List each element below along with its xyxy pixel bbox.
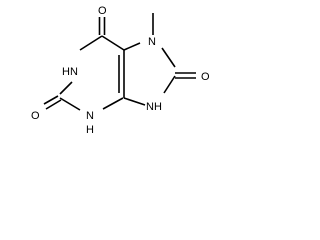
bond-n9-c4 (123, 97, 146, 106)
bond-c4-c5 (118, 50, 125, 98)
atom-h3-label: H (86, 124, 94, 136)
bond-c6-n1 (79, 35, 103, 51)
bond-layer (43, 13, 196, 111)
atom-o2-label: O (31, 110, 40, 122)
bond-n3-c4 (102, 97, 124, 110)
bond-c2-o2 (43, 95, 62, 110)
bond-c8-n9 (163, 75, 176, 94)
bond-n7-c8 (161, 47, 176, 68)
bond-c2-n3 (59, 97, 81, 111)
bond-c5-c6 (101, 35, 125, 51)
atom-h1-label: H (62, 66, 70, 78)
atom-h9-label: H (154, 101, 162, 113)
bond-n1-c2 (59, 81, 73, 95)
atom-n1-label: N (70, 66, 78, 78)
atom-n9-label: N (146, 101, 154, 113)
bond-c5-n7 (123, 42, 141, 51)
molecule-drawing: O H N O N H N O N H (31, 5, 210, 136)
structure-diagram: O H N O N H N O N H (0, 0, 222, 148)
atom-o8-label: O (201, 71, 210, 83)
bond-c6-o6 (98, 17, 106, 35)
bond-c8-o8 (175, 72, 196, 79)
atom-o6-label: O (98, 5, 107, 17)
atom-n7-label: N (148, 36, 156, 48)
atom-n3-label: N (86, 110, 94, 122)
atom-label-layer: O H N O N H N O N H (31, 5, 210, 136)
